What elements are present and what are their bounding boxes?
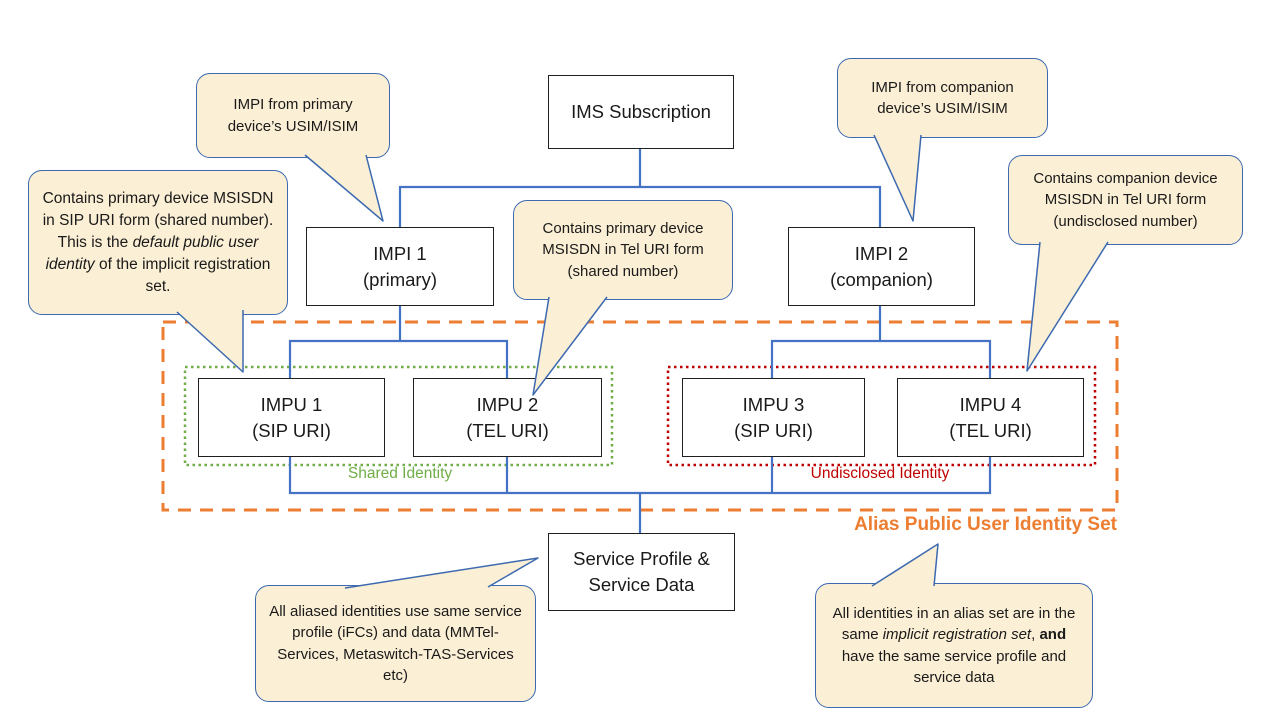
callout-alias-note: All identities in an alias set are in th…: [815, 583, 1093, 708]
callout-impi2-note: IMPI from companion device’s USIM/ISIM: [837, 58, 1048, 138]
callout-impu1-note: Contains primary device MSISDN in SIP UR…: [28, 170, 288, 315]
box-impu4: IMPU 4 (TEL URI): [897, 378, 1084, 457]
box-impu3: IMPU 3 (SIP URI): [682, 378, 865, 457]
callout-tail-impu4: [1026, 241, 1109, 372]
box-impi2-line2: (companion): [830, 268, 933, 290]
callout-alias-note-text: All identities in an alias set are in th…: [832, 604, 1076, 686]
box-impu4-line1: IMPU 4: [959, 393, 1022, 415]
box-service-profile: Service Profile & Service Data: [548, 533, 735, 611]
box-impi2-line1: IMPI 2: [854, 242, 909, 264]
callout-impu2-note-text: Contains primary device MSISDN in Tel UR…: [542, 220, 704, 280]
callout-tail-alias: [871, 543, 939, 587]
box-impu3-line2: (SIP URI): [734, 419, 813, 441]
box-impu2-line2: (TEL URI): [466, 419, 549, 441]
box-impu3-line1: IMPU 3: [742, 393, 805, 415]
box-impu2: IMPU 2 (TEL URI): [413, 378, 602, 457]
callout-service-note-text: All aliased identities use same service …: [269, 602, 522, 684]
callout-impi1-note-text: IMPI from primary device’s USIM/ISIM: [227, 96, 359, 135]
callout-impu2-note: Contains primary device MSISDN in Tel UR…: [513, 200, 733, 300]
box-service-profile-line2: Service Data: [588, 574, 695, 595]
undisclosed-identity-label: Undisclosed Identity: [810, 465, 950, 482]
callout-impu4-note-text: Contains companion device MSISDN in Tel …: [1033, 170, 1218, 230]
box-impu1: IMPU 1 (SIP URI): [198, 378, 385, 457]
callout-tail-impi1: [304, 154, 384, 222]
callout-impu4-note: Contains companion device MSISDN in Tel …: [1008, 155, 1243, 245]
box-service-profile-line1: Service Profile &: [573, 548, 710, 570]
callout-impi2-note-text: IMPI from companion device’s USIM/ISIM: [871, 78, 1014, 117]
callout-service-note: All aliased identities use same service …: [255, 585, 536, 702]
box-impi2: IMPI 2 (companion): [788, 227, 975, 306]
callout-impu1-note-text: Contains primary device MSISDN in SIP UR…: [42, 189, 274, 295]
box-impu2-line1: IMPU 2: [476, 393, 539, 415]
box-impi1: IMPI 1 (primary): [306, 227, 494, 306]
box-impu1-line1: IMPU 1: [260, 393, 323, 415]
callout-tail-impi2: [873, 134, 922, 222]
callout-tail-impu1: [176, 310, 244, 373]
box-ims-subscription-label: IMS Subscription: [571, 101, 711, 123]
callout-tail-service: [344, 557, 539, 589]
shared-identity-label: Shared Identity: [347, 465, 453, 482]
box-impu1-line2: (SIP URI): [252, 419, 331, 441]
box-ims-subscription: IMS Subscription: [548, 75, 734, 149]
box-impi1-line2: (primary): [363, 268, 437, 290]
box-impi1-line1: IMPI 1: [373, 242, 427, 264]
alias-set-label: Alias Public User Identity Set: [854, 514, 1117, 535]
callout-impi1-note: IMPI from primary device’s USIM/ISIM: [196, 73, 390, 158]
box-impu4-line2: (TEL URI): [949, 419, 1032, 441]
